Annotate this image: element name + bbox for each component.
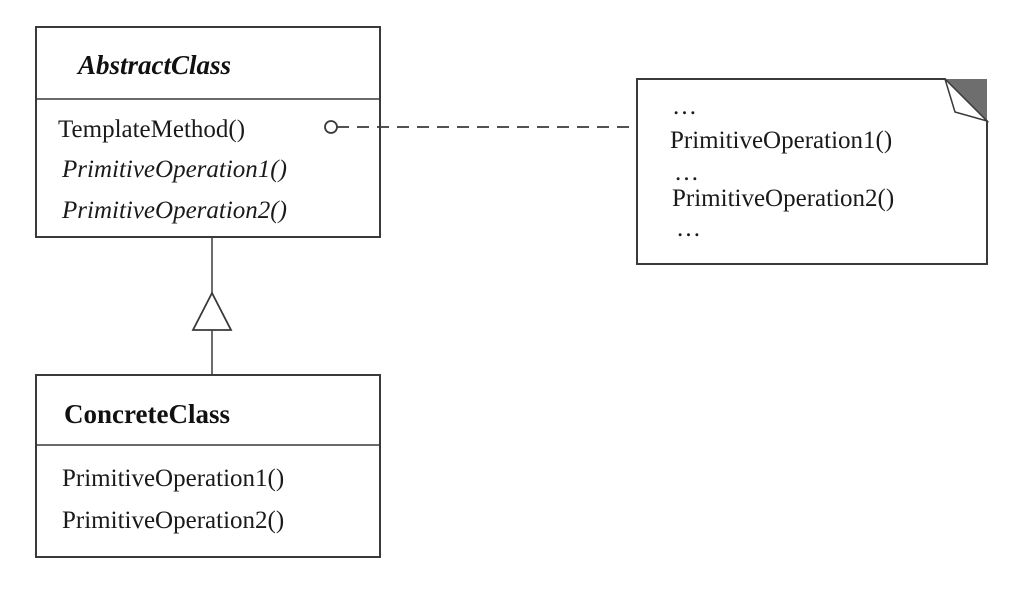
generalization-triangle [191, 291, 233, 331]
abstract-class-name: AbstractClass [76, 50, 231, 80]
note-line-primitive-2: PrimitiveOperation2() [672, 185, 894, 212]
concrete-class-box[interactable]: ConcreteClass PrimitiveOperation1() Prim… [35, 374, 381, 558]
note-box[interactable]: … PrimitiveOperation1() … PrimitiveOpera… [636, 78, 990, 265]
concrete-class-border [35, 374, 381, 558]
concrete-op-primitive-1: PrimitiveOperation1() [62, 465, 284, 492]
abstract-op-primitive-2: PrimitiveOperation2() [61, 197, 287, 224]
abstract-class-box[interactable]: AbstractClass TemplateMethod() Primitive… [35, 26, 381, 238]
generalization-arrow [191, 237, 233, 375]
abstract-op-primitive-1: PrimitiveOperation1() [61, 156, 287, 183]
note-line-ellipsis-1: … [672, 93, 697, 120]
note-border [636, 78, 988, 265]
abstract-class-border [35, 26, 381, 238]
note-link [324, 120, 636, 134]
note-anchor-circle [324, 120, 338, 134]
concrete-op-primitive-2: PrimitiveOperation2() [62, 507, 284, 534]
abstract-op-template-method: TemplateMethod() [58, 116, 245, 143]
note-line-ellipsis-3: … [676, 215, 701, 242]
note-line-ellipsis-2: … [674, 159, 699, 186]
note-corner-fold [944, 78, 990, 123]
concrete-class-name: ConcreteClass [64, 399, 230, 429]
note-line-primitive-1: PrimitiveOperation1() [670, 127, 892, 154]
